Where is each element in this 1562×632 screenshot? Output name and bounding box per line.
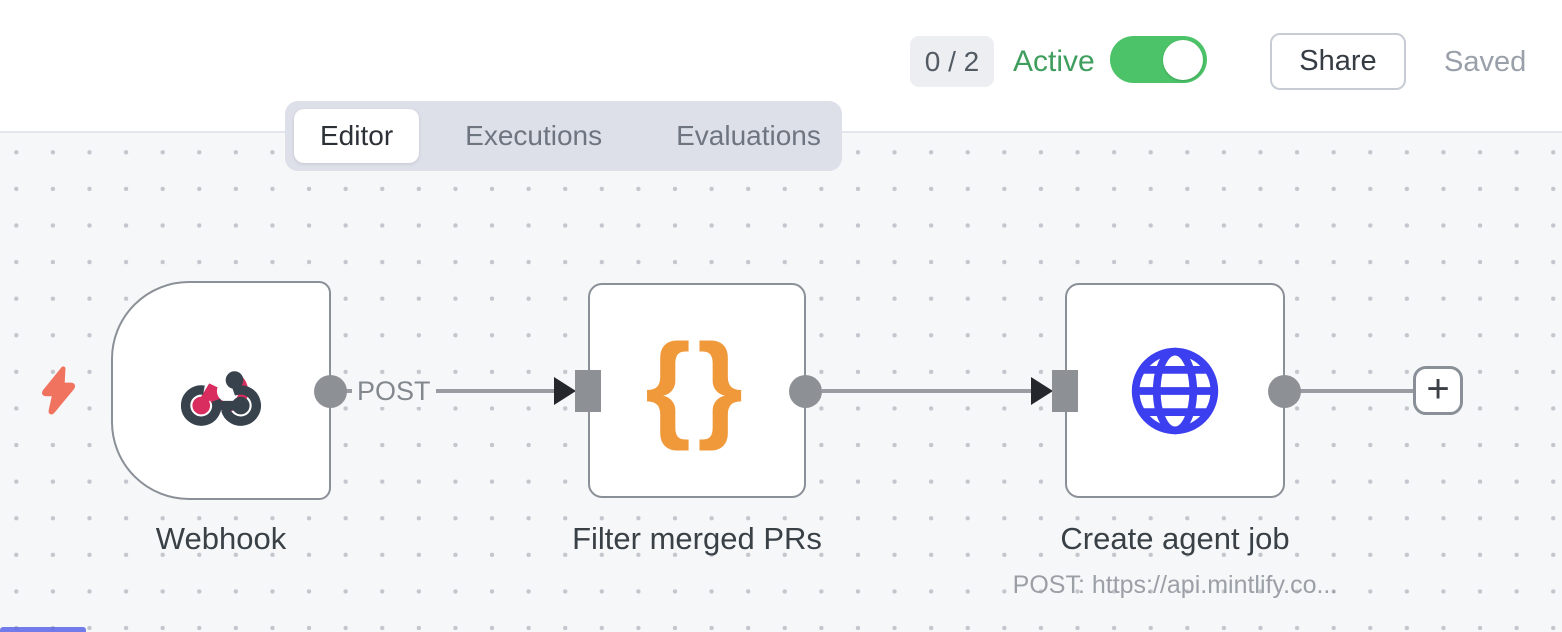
issues-counter-badge: 0 / 2 xyxy=(910,36,994,87)
add-node-button[interactable]: + xyxy=(1413,366,1463,415)
node-filter-label: Filter merged PRs xyxy=(572,521,822,556)
curly-braces-icon xyxy=(645,336,749,446)
create-output-connector[interactable] xyxy=(1268,374,1301,408)
tab-executions[interactable]: Executions xyxy=(465,120,603,151)
node-create-subtitle: POST: https://api.mintlify.co... xyxy=(1012,571,1338,599)
share-button[interactable]: Share xyxy=(1270,33,1406,90)
toggle-knob-icon xyxy=(1163,39,1203,80)
saved-status: Saved xyxy=(1444,46,1527,78)
webhook-icon xyxy=(180,370,261,426)
connection-filter-create[interactable] xyxy=(822,389,1038,393)
webhook-output-connector[interactable] xyxy=(314,374,347,408)
node-webhook[interactable] xyxy=(111,281,347,500)
tab-editor[interactable]: Editor xyxy=(294,109,420,163)
tab-evaluations[interactable]: Evaluations xyxy=(676,120,821,151)
connection-webhook-filter[interactable] xyxy=(345,389,561,393)
active-label: Active xyxy=(1013,45,1095,78)
filter-input-arrow-icon xyxy=(554,376,576,405)
connection-create-add[interactable] xyxy=(1299,389,1415,393)
create-input-arrow-icon xyxy=(1031,376,1053,405)
filter-output-connector[interactable] xyxy=(789,374,822,408)
workflow-canvas[interactable]: POST xyxy=(0,133,1562,632)
trigger-bolt-icon xyxy=(42,366,76,415)
globe-icon xyxy=(1131,347,1219,434)
node-create-agent-job[interactable] xyxy=(1031,283,1301,498)
filter-input-connector[interactable] xyxy=(575,369,601,412)
node-create-label: Create agent job xyxy=(1060,521,1290,556)
connection-method-label: POST xyxy=(352,376,436,407)
view-tabs: Editor Executions Evaluations xyxy=(285,101,842,171)
offscreen-node-edge xyxy=(0,627,86,632)
plus-icon: + xyxy=(1426,366,1450,411)
node-filter-merged-prs[interactable] xyxy=(554,283,822,498)
node-webhook-label: Webhook xyxy=(155,521,287,556)
active-toggle[interactable] xyxy=(1110,36,1207,83)
create-input-connector[interactable] xyxy=(1052,369,1078,412)
